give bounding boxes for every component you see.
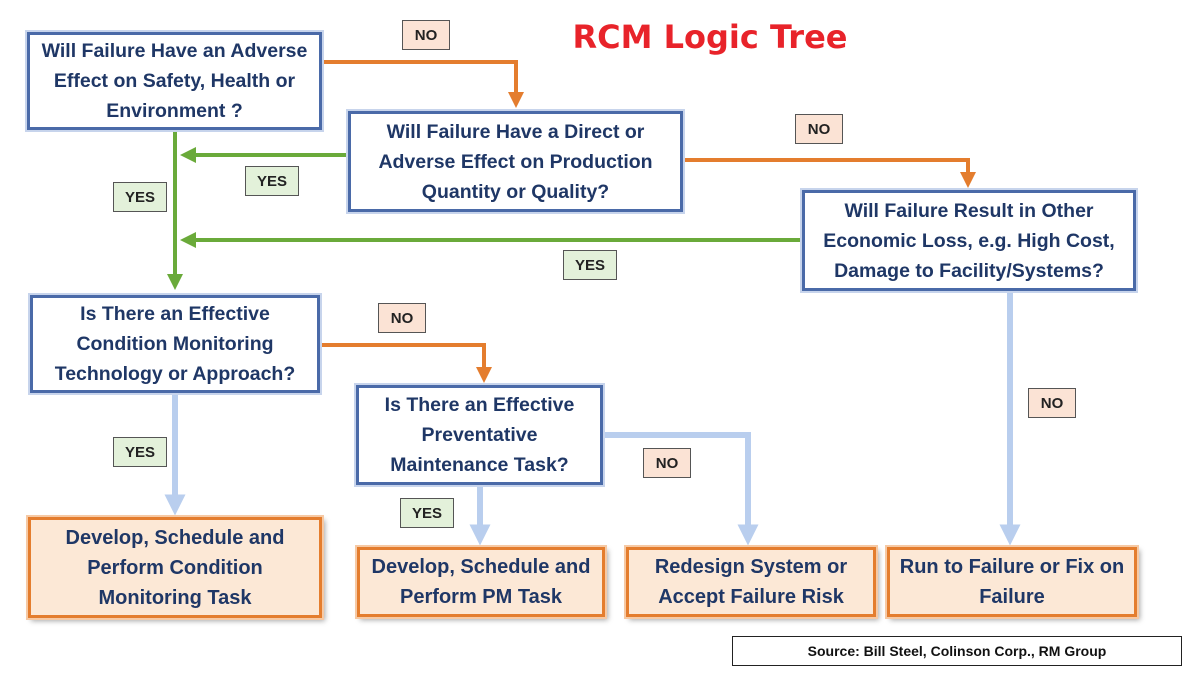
no-label-preventative: NO (643, 448, 691, 478)
source-citation: Source: Bill Steel, Colinson Corp., RM G… (732, 636, 1182, 666)
no-label-production: NO (795, 114, 843, 144)
no-arrow-cm-to-pm (321, 343, 492, 383)
yes-label-production: YES (245, 166, 299, 196)
no-label-safety: NO (402, 20, 450, 50)
action-pm-task: Develop, Schedule and Perform PM Task (357, 547, 605, 617)
yes-label-preventative: YES (400, 498, 454, 528)
no-arrow-safety-to-production (323, 60, 524, 108)
question-condition-monitoring: Is There an Effective Condition Monitori… (30, 295, 320, 393)
no-arrow-production-to-economic (683, 158, 976, 188)
no-label-economic: NO (1028, 388, 1076, 418)
yes-label-economic: YES (563, 250, 617, 280)
diagram-title: RCM Logic Tree (572, 18, 848, 56)
question-economic: Will Failure Result in Other Economic Lo… (802, 190, 1136, 291)
question-safety: Will Failure Have an Adverse Effect on S… (27, 32, 322, 130)
yes-label-condition-monitoring: YES (113, 437, 167, 467)
action-cm-task: Develop, Schedule and Perform Condition … (28, 517, 322, 618)
question-preventative: Is There an Effective Preventative Maint… (356, 385, 603, 485)
action-redesign: Redesign System or Accept Failure Risk (626, 547, 876, 617)
flow-arrow-pm-to-redesign (603, 432, 759, 546)
yes-label-trunk: YES (113, 182, 167, 212)
action-run-to-failure: Run to Failure or Fix on Failure (887, 547, 1137, 617)
no-label-condition-monitoring: NO (378, 303, 426, 333)
question-production: Will Failure Have a Direct or Adverse Ef… (348, 111, 683, 212)
